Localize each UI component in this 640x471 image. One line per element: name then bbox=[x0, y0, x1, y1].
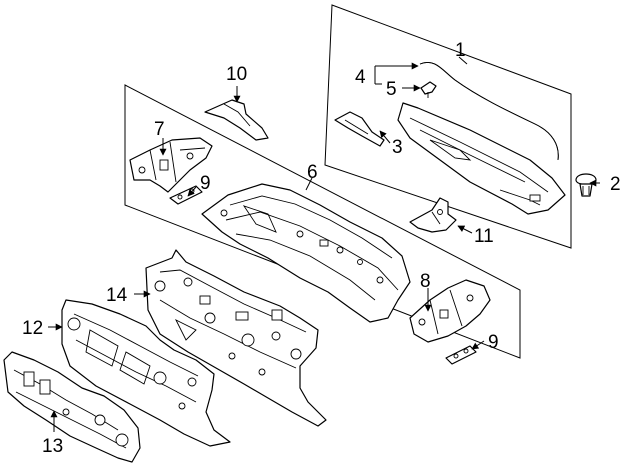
cowl-seal-strip-part bbox=[419, 62, 559, 161]
bracket-7-part bbox=[129, 137, 213, 193]
callout-9-lower: 9 bbox=[488, 332, 499, 353]
insulator-part bbox=[61, 299, 231, 447]
callout-5: 5 bbox=[386, 79, 397, 100]
push-pin-part bbox=[575, 173, 597, 197]
callout-9-upper: 9 bbox=[200, 173, 211, 194]
clip-part bbox=[420, 81, 437, 98]
callout-8: 8 bbox=[420, 271, 431, 292]
plate-9-upper-part bbox=[169, 185, 203, 205]
dash-crossmember-part bbox=[201, 183, 411, 323]
callout-2: 2 bbox=[610, 174, 621, 195]
cowl-group-frame bbox=[324, 4, 572, 249]
bracket-8-part bbox=[409, 279, 491, 343]
plate-9-lower-part bbox=[445, 345, 477, 365]
callout-13: 13 bbox=[42, 436, 63, 457]
callout-7: 7 bbox=[154, 119, 165, 140]
callout-14: 14 bbox=[106, 285, 128, 306]
callout-3: 3 bbox=[392, 137, 403, 158]
lower-insulator-part bbox=[3, 351, 141, 463]
cowl-panel-part bbox=[334, 102, 566, 215]
callout-6: 6 bbox=[307, 162, 318, 183]
callout-1: 1 bbox=[455, 40, 466, 61]
bracket-10-part bbox=[204, 99, 269, 141]
callout-10: 10 bbox=[226, 64, 247, 85]
bracket-11-part bbox=[409, 197, 457, 233]
callout-11: 11 bbox=[474, 226, 494, 247]
dash-panel-part bbox=[145, 249, 327, 427]
callout-12: 12 bbox=[22, 318, 43, 339]
callout-4: 4 bbox=[355, 67, 366, 88]
dash-group-frame bbox=[124, 84, 521, 359]
